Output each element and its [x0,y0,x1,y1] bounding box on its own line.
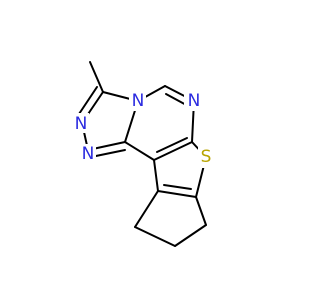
atom-n-triazole-upper: N [73,113,89,134]
bond-c9a-c3a-double [157,184,197,198]
atom-n-pyrimidine: N [184,91,202,111]
atom-s-thiophene: S [198,147,215,168]
atom-label-n2: N [82,144,95,164]
bond-methyl-c1 [89,61,104,93]
bond-ch2a-ch2b [134,226,176,247]
atom-n-bridgehead: N [129,91,146,111]
bond-c4a-c-pyr-double [153,137,193,161]
atom-label-n4: N [188,91,201,111]
atom-labels: N N N N S [73,91,215,168]
bond-ch2c-c9a [195,196,207,226]
atom-label-s1: S [201,147,212,167]
bond-c3a-c4a [153,159,159,192]
atom-label-n3: N [132,91,145,111]
bond-c3a-ch2a [134,190,159,228]
bond-ch2b-ch2c [174,224,207,247]
bonds [76,61,207,247]
atom-n-triazole-lower: N [80,144,96,164]
bond-c-trz-c4a [124,141,155,161]
atom-label-n1: N [75,114,88,134]
molecule-structure-diagram: N N N N S [73,61,215,247]
